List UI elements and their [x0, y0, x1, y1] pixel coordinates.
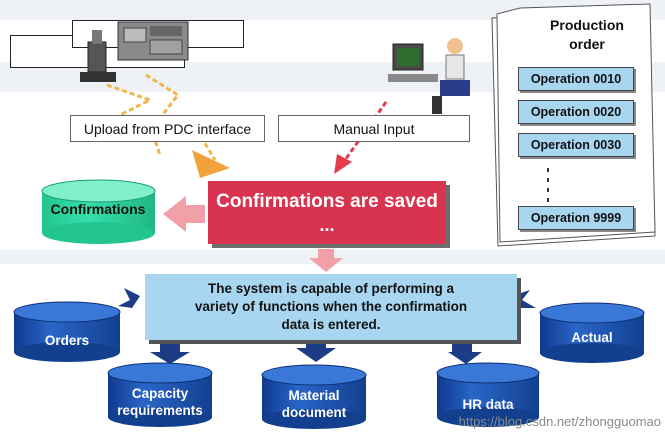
actual-label: Actual [571, 330, 613, 345]
material-label-line2: document [281, 405, 347, 420]
pdc-interface-label: Upload from PDC interface [70, 115, 265, 142]
manual-input-label: Manual Input [278, 115, 470, 142]
confirmations-label: Confirmations [50, 201, 146, 217]
actual-cylinder [539, 302, 645, 363]
hr-data-label: HR data [462, 397, 514, 412]
system-arrow-actual [512, 290, 536, 308]
operation-item: Operation 9999 [518, 206, 634, 230]
manual-arrow-head [334, 154, 352, 174]
material-label: Material document [262, 387, 366, 421]
operation-item: Operation 0020 [518, 100, 634, 124]
production-order-title-line1: Production [550, 17, 624, 33]
confirmations-cylinder [41, 179, 156, 244]
capacity-label-line1: Capacity [131, 386, 189, 401]
pdc-arrow-head [192, 150, 230, 178]
pdc-machine-icon [80, 21, 189, 82]
manual-input-person-icon [388, 38, 470, 114]
watermark-text: https://blog.csdn.net/zhongguomao [458, 414, 661, 429]
system-text-line2: variety of functions when the confirmati… [194, 299, 468, 314]
confirmations-saved-box: Confirmations are saved ... [208, 181, 446, 244]
system-arrow-material [296, 338, 336, 362]
system-arrow-orders [118, 288, 140, 308]
production-order-title: Production order [522, 16, 652, 54]
system-text-line3: data is entered. [281, 317, 381, 332]
orders-label: Orders [44, 333, 90, 348]
save-to-confirmations-arrow [163, 196, 205, 232]
material-cylinder [261, 364, 367, 429]
orders-cylinder [13, 301, 121, 362]
system-text-line1: The system is capable of performing a [207, 281, 455, 296]
saved-title: Confirmations are saved [216, 191, 438, 212]
production-order-title-line2: order [569, 36, 605, 52]
capacity-label: Capacity requirements [108, 385, 212, 419]
system-arrow-hr [448, 344, 482, 364]
saved-to-system-arrow [309, 249, 343, 272]
material-label-line1: Material [288, 388, 340, 403]
system-functions-box: The system is capable of performing a va… [145, 274, 517, 340]
system-arrow-capacity [150, 344, 190, 364]
capacity-cylinder [107, 362, 213, 427]
operation-item: Operation 0030 [518, 133, 634, 157]
operation-item: Operation 0010 [518, 67, 634, 91]
saved-ellipsis: ... [319, 215, 335, 235]
hr-data-cylinder [436, 362, 540, 427]
capacity-label-line2: requirements [117, 403, 203, 418]
